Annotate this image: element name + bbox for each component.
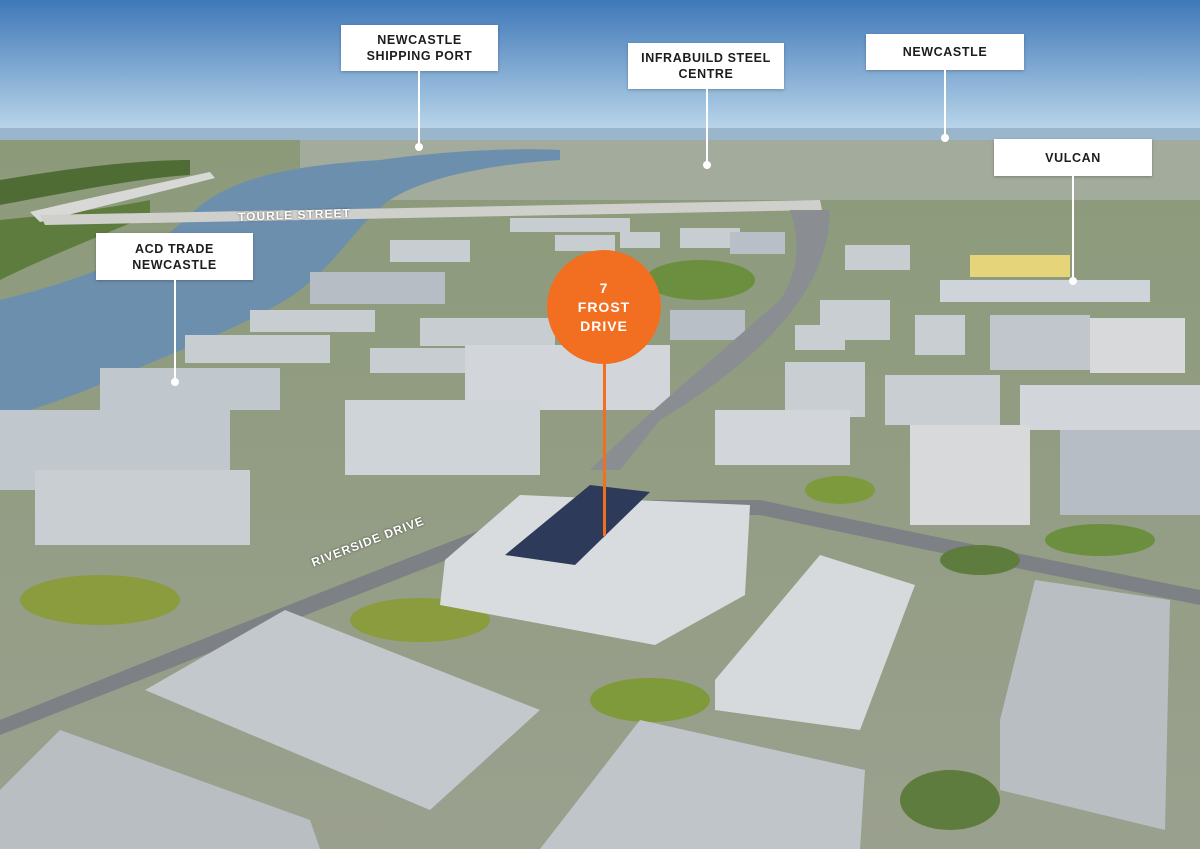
property-marker-street-line1: FROST xyxy=(577,298,631,315)
property-marker-street-line2: DRIVE xyxy=(580,317,628,334)
callout-newcastle-dot xyxy=(941,134,949,142)
tourle-street-bridge xyxy=(30,172,215,222)
sky xyxy=(0,0,1200,140)
riverbank-vegetation xyxy=(0,160,190,205)
river xyxy=(0,149,560,421)
callout-vulcan: VULCAN xyxy=(994,139,1152,176)
horizon-sea xyxy=(0,128,1200,142)
callout-steel-centre-dot xyxy=(703,161,711,169)
callout-shipping-port-pin xyxy=(418,71,420,146)
callout-acd-trade: ACD TRADE NEWCASTLE xyxy=(96,233,253,280)
property-marker-number: 7 xyxy=(599,279,609,296)
callout-vulcan-dot xyxy=(1069,277,1077,285)
callout-steel-centre: INFRABUILD STEEL CENTRE xyxy=(628,43,784,89)
frost-drive-road xyxy=(590,210,830,470)
property-marker: 7 FROST DRIVE xyxy=(547,250,661,364)
callout-shipping-port-dot xyxy=(415,143,423,151)
callout-newcastle-pin xyxy=(944,70,946,138)
property-building xyxy=(440,495,750,645)
callout-shipping-port: NEWCASTLE SHIPPING PORT xyxy=(341,25,498,71)
callout-steel-centre-pin xyxy=(706,89,708,164)
callout-acd-trade-pin xyxy=(174,280,176,380)
foreground-warehouses xyxy=(145,610,540,810)
tourle-street xyxy=(40,200,822,225)
callout-vulcan-pin xyxy=(1072,176,1074,280)
solar-panels xyxy=(505,485,650,565)
callout-acd-trade-dot xyxy=(171,378,179,386)
callout-newcastle: NEWCASTLE xyxy=(866,34,1024,70)
property-marker-line xyxy=(603,364,606,536)
